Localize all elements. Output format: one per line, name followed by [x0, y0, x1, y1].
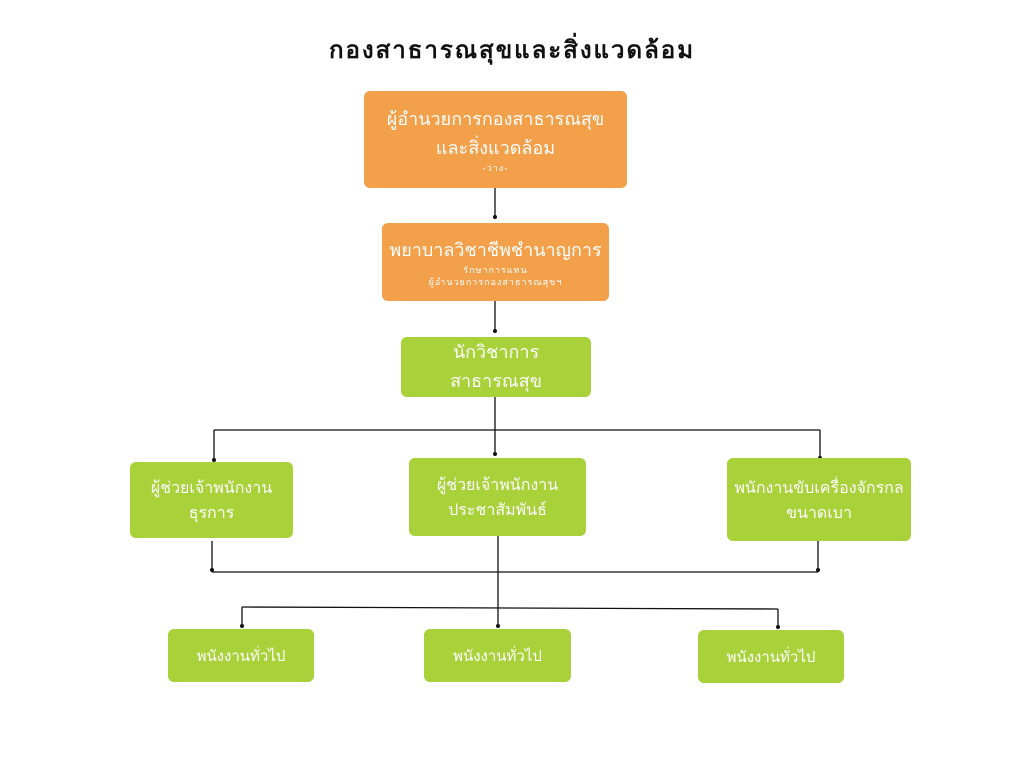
node-admin-assistant[interactable]: ผู้ช่วยเจ้าพนักงาน ธุรการ [130, 462, 293, 538]
director-status-note: -ว่าง- [482, 163, 509, 174]
connector-general-bar [241, 606, 779, 610]
node-driver[interactable]: พนักงานขับเครื่องจักรกล ขนาดเบา [727, 458, 911, 541]
academic-title: นักวิชาการสาธารณสุข [450, 342, 542, 392]
node-academic[interactable]: นักวิชาการสาธารณสุข [401, 337, 591, 397]
nurse-acting-role: ผู้อำนวยการกองสาธารณสุขฯ [428, 277, 563, 288]
pr-assistant-line2: ประชาสัมพันธ์ [448, 500, 547, 519]
general-staff-2-title: พนังงานทั่วไป [453, 646, 542, 665]
driver-line1: พนักงานขับเครื่องจักรกล [734, 477, 904, 497]
admin-assistant-line1: ผู้ช่วยเจ้าพนักงาน [150, 478, 273, 497]
director-title-line2: และสิ่งแวดล้อม [435, 137, 556, 159]
node-nurse[interactable]: พยาบาลวิชาชีพชำนาญการ รักษาการแทน ผู้อำน… [382, 223, 609, 301]
pr-assistant-line1: ผู้ช่วยเจ้าพนักงาน [436, 475, 559, 494]
nurse-title: พยาบาลวิชาชีพชำนาญการ [389, 239, 602, 261]
general-staff-3-title: พนังงานทั่วไป [726, 647, 816, 666]
node-director[interactable]: ผู้อำนวยการกองสาธารณสุข และสิ่งแวดล้อม -… [364, 91, 627, 188]
node-general-staff-1[interactable]: พนังงานทั่วไป [168, 629, 314, 682]
node-general-staff-3[interactable]: พนังงานทั่วไป [698, 630, 844, 683]
node-general-staff-2[interactable]: พนังงานทั่วไป [424, 629, 571, 682]
driver-line2: ขนาดเบา [786, 502, 852, 522]
node-pr-assistant[interactable]: ผู้ช่วยเจ้าพนักงาน ประชาสัมพันธ์ [409, 458, 586, 536]
nurse-acting-note: รักษาการแทน [463, 265, 528, 276]
chart-title: กองสาธารณสุขและสิ่งแวดล้อม [328, 36, 696, 64]
director-title-line1: ผู้อำนวยการกองสาธารณสุข [386, 108, 605, 130]
admin-assistant-line2: ธุรการ [188, 503, 235, 522]
general-staff-1-title: พนังงานทั่วไป [196, 646, 286, 665]
